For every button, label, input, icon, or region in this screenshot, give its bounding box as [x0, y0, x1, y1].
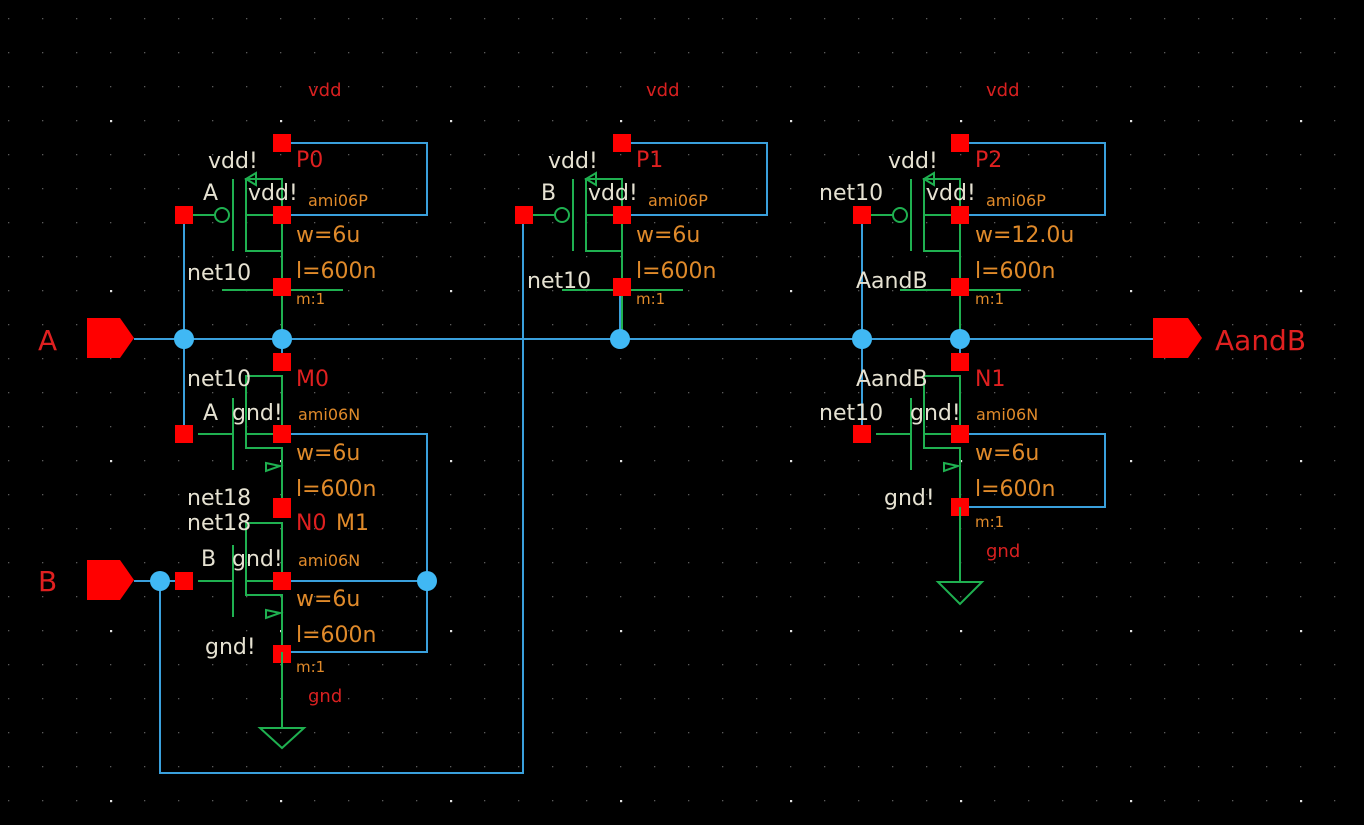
model-label: ami06P: [986, 191, 1046, 210]
model-label: ami06N: [298, 551, 360, 570]
ground-symbol: [257, 652, 307, 750]
net-label: B: [541, 181, 556, 206]
net-label: net18: [187, 486, 251, 511]
net-label: gnd!: [910, 401, 961, 426]
multiplier-label: m:1: [296, 290, 325, 308]
net-label: vdd!: [248, 181, 298, 206]
width-label: w=6u: [296, 441, 360, 466]
pin-label-aandb: AandB: [1215, 324, 1306, 357]
model-label: ami06N: [976, 405, 1038, 424]
supply-label: gnd: [308, 686, 342, 707]
net-label: gnd!: [232, 547, 283, 572]
width-label: w=12.0u: [975, 223, 1074, 248]
net-label: net18: [187, 511, 251, 536]
junctions: [150, 329, 970, 591]
input-pin-b[interactable]: [87, 560, 134, 600]
width-label: w=6u: [296, 223, 360, 248]
input-pin-a[interactable]: [87, 318, 134, 358]
supply-label: gnd: [986, 541, 1020, 562]
net-label: AandB: [856, 269, 928, 294]
multiplier-label: m:1: [975, 290, 1004, 308]
length-label: l=600n: [636, 259, 716, 284]
supply-label: vdd: [308, 80, 342, 101]
width-label: w=6u: [636, 223, 700, 248]
length-label: l=600n: [975, 259, 1055, 284]
net-label: net10: [187, 367, 251, 392]
supply-label: vdd: [986, 80, 1020, 101]
multiplier-label: m:1: [296, 658, 325, 676]
net-label: vdd!: [888, 149, 938, 174]
length-label: l=600n: [296, 477, 376, 502]
pin-label-a: A: [38, 324, 57, 357]
labels-N1: AandB N1 net10 gnd! ami06N w=6u l=600n g…: [819, 367, 1055, 531]
net-label: vdd!: [926, 181, 976, 206]
width-label: w=6u: [296, 587, 360, 612]
pin-label-b: B: [38, 565, 57, 598]
net-label: A: [203, 401, 218, 426]
width-label: w=6u: [975, 441, 1039, 466]
labels-P0: vdd! P0 A vdd! ami06P w=6u l=600n net10 …: [187, 148, 376, 308]
net-label: gnd!: [232, 401, 283, 426]
multiplier-label: m:1: [636, 290, 665, 308]
model-label: ami06P: [648, 191, 708, 210]
model-label: ami06N: [298, 405, 360, 424]
net-label: net10: [819, 181, 883, 206]
instance-name: M0: [296, 367, 329, 392]
net-label: net10: [187, 261, 251, 286]
net-label: B: [201, 547, 216, 572]
instance-name: P0: [296, 148, 323, 173]
labels-P2: vdd! P2 net10 vdd! ami06P w=12.0u l=600n…: [819, 148, 1074, 308]
output-pin-aandb[interactable]: [1153, 318, 1202, 358]
instance-name: N0: [296, 511, 326, 536]
labels-N0: net18 N0 M1 B gnd! ami06N w=6u l=600n gn…: [187, 511, 376, 676]
overlapping-instance-name: M1: [336, 511, 369, 536]
net-label: vdd!: [548, 149, 598, 174]
length-label: l=600n: [296, 623, 376, 648]
net-label: AandB: [856, 367, 928, 392]
net-label: gnd!: [205, 635, 256, 660]
net-label: gnd!: [884, 486, 935, 511]
length-label: l=600n: [975, 477, 1055, 502]
supply-label: vdd: [646, 80, 680, 101]
instance-name: P1: [636, 148, 663, 173]
length-label: l=600n: [296, 259, 376, 284]
model-label: ami06P: [308, 191, 368, 210]
instance-name: N1: [975, 367, 1005, 392]
net-label: net10: [819, 401, 883, 426]
net-label: vdd!: [588, 181, 638, 206]
instance-name: P2: [975, 148, 1002, 173]
ground-symbol: [935, 507, 985, 606]
multiplier-label: m:1: [975, 513, 1004, 531]
net-label: A: [203, 181, 218, 206]
labels-P1: vdd! P1 B vdd! ami06P w=6u l=600n net10 …: [527, 148, 716, 308]
labels-M0: net10 M0 A gnd! ami06N w=6u l=600n net18: [187, 367, 376, 511]
net-label: vdd!: [208, 149, 258, 174]
net-label: net10: [527, 269, 591, 294]
